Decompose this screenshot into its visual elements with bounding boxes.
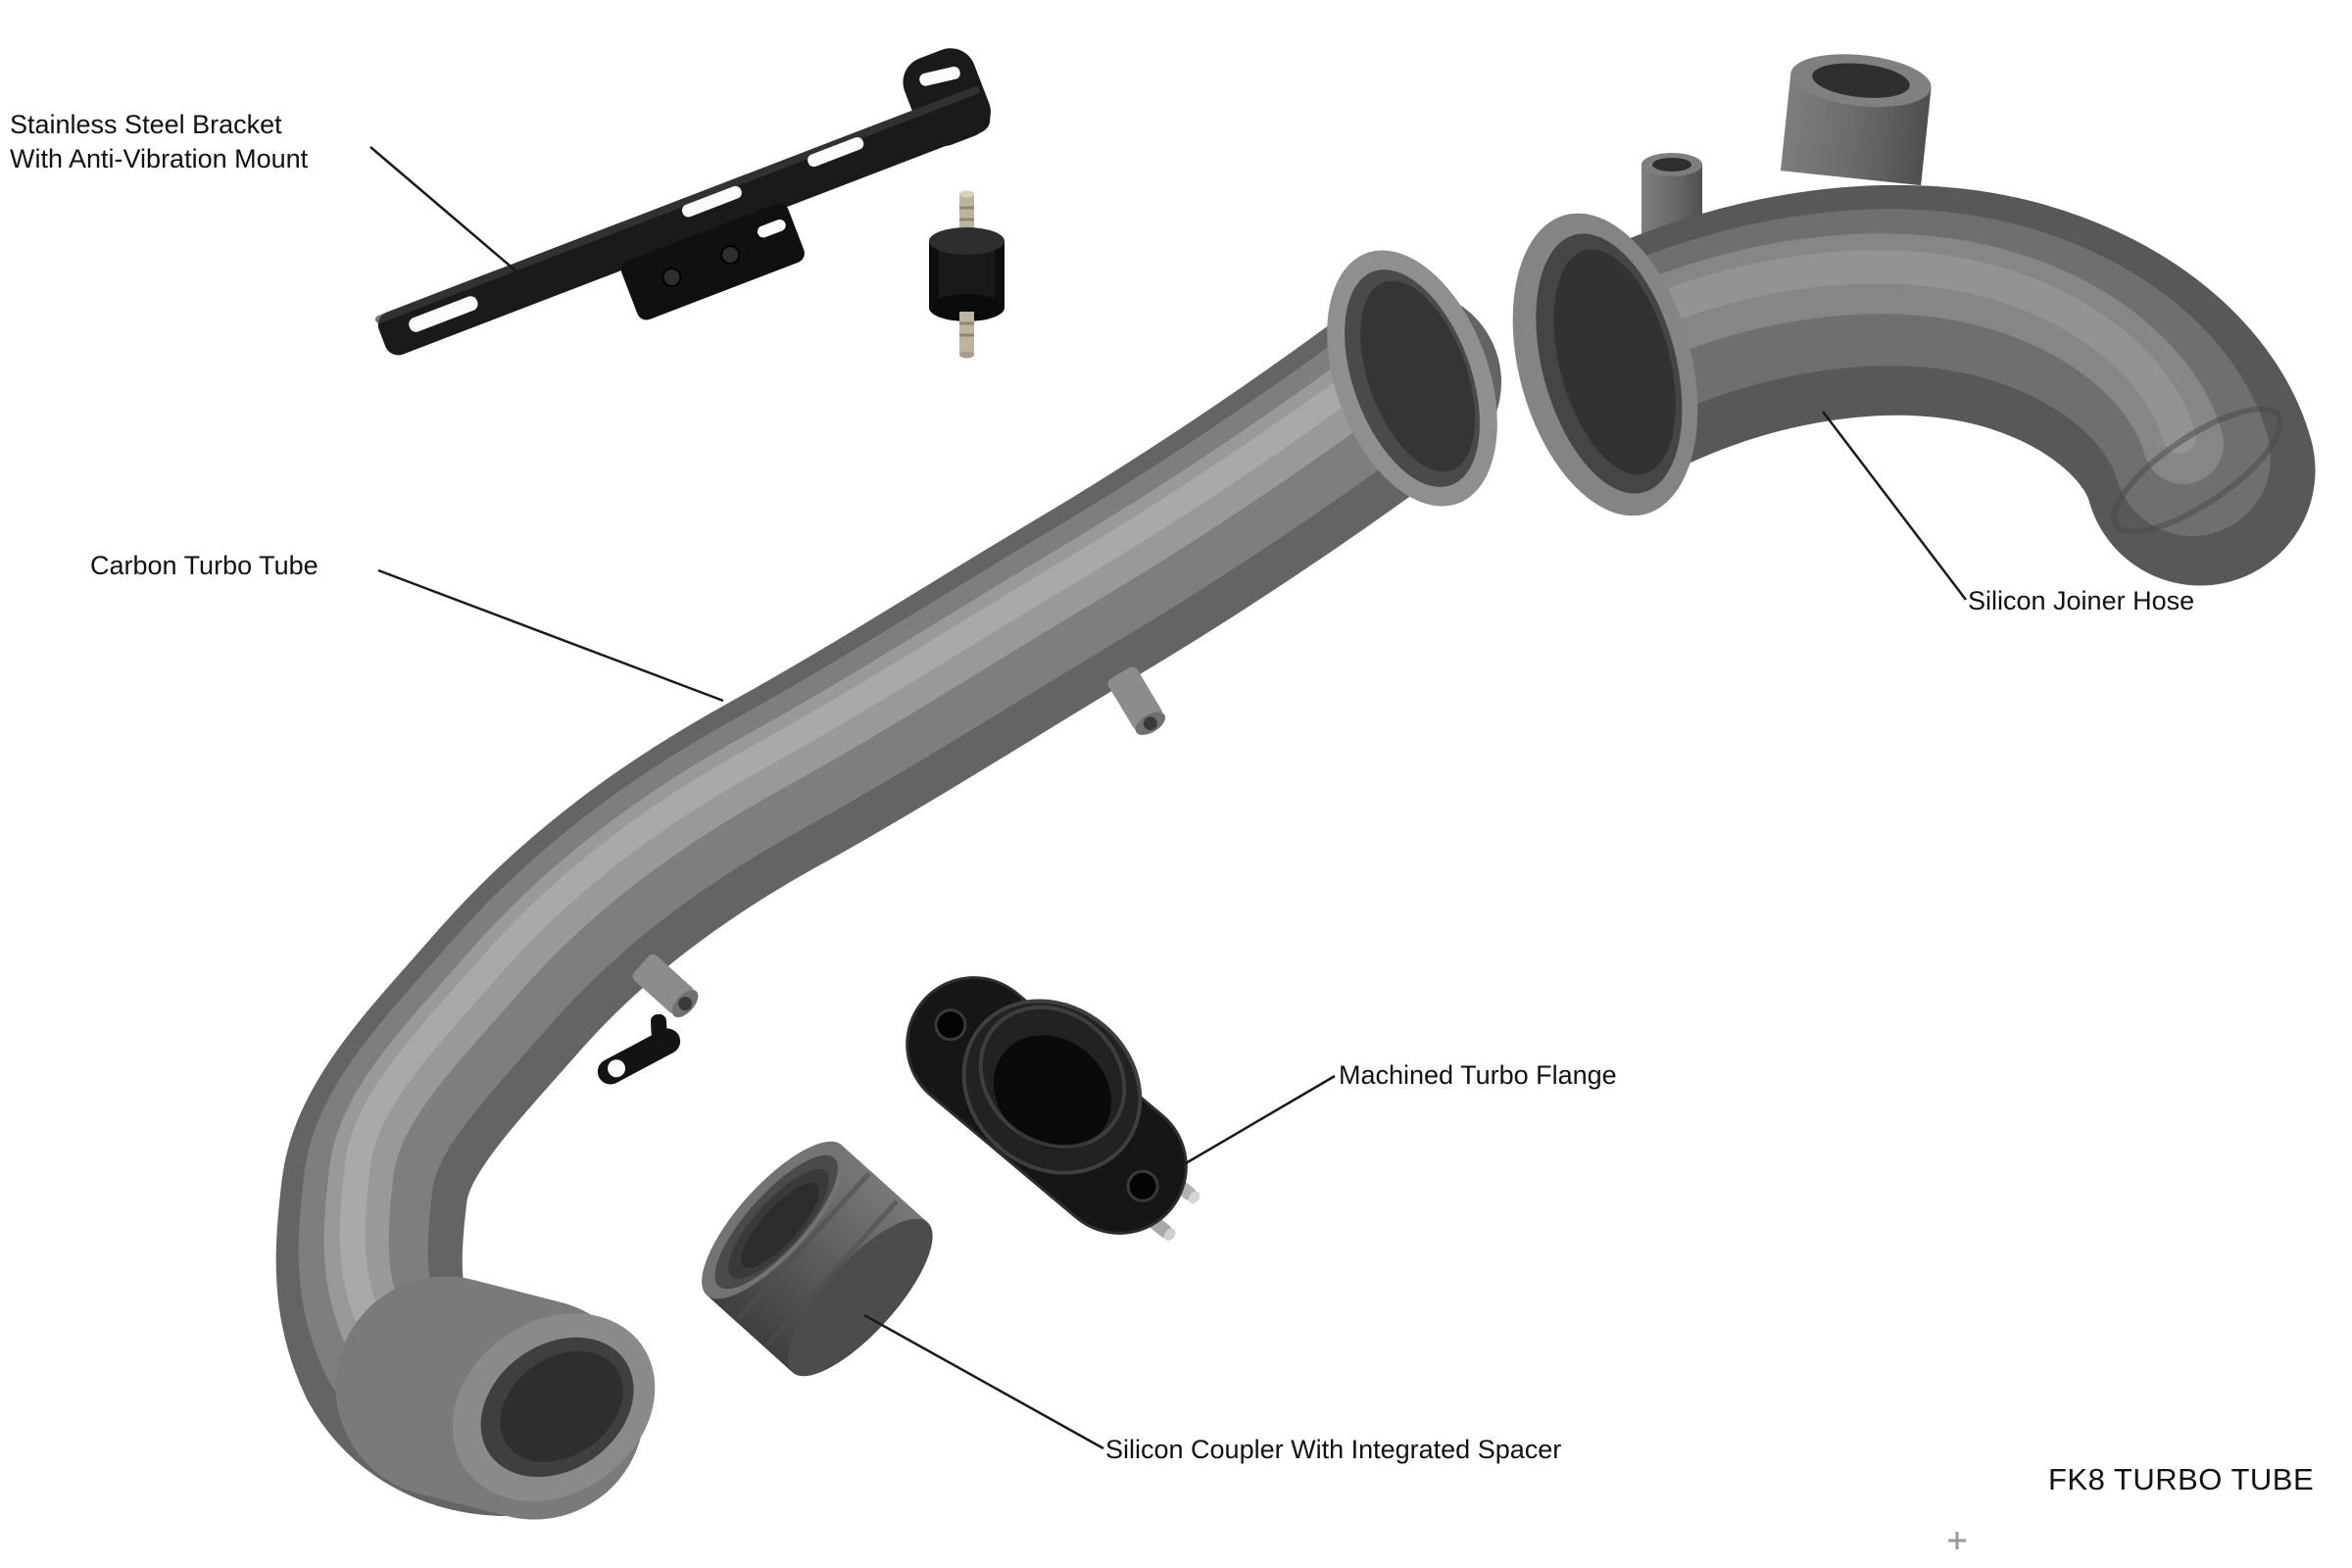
hose-end-rim xyxy=(2110,406,2284,535)
leader-line-flange xyxy=(1173,1074,1336,1172)
leader-line-tube xyxy=(377,568,724,703)
tube-flare-opening xyxy=(452,1313,656,1501)
silicon-coupler xyxy=(702,1141,933,1377)
tube-mouth-opening xyxy=(1327,250,1497,507)
carbon-turbo-tube xyxy=(353,250,1530,1520)
leader-lines xyxy=(369,146,1967,1450)
diagram-title: FK8 TURBO TUBE xyxy=(2048,1462,2315,1496)
hose-port-large xyxy=(1780,54,1932,186)
leader-line-coupler xyxy=(863,1313,1104,1450)
label-bracket: Stainless Steel Bracket With Anti-Vibrat… xyxy=(10,110,309,173)
label-silicon-joiner-hose: Silicon Joiner Hose xyxy=(1968,586,2195,615)
label-silicon-coupler: Silicon Coupler With Integrated Spacer xyxy=(1105,1435,1562,1464)
tube-fitting-upper xyxy=(1107,666,1166,735)
tube-fitting-lower xyxy=(632,954,699,1018)
leader-line-joiner xyxy=(1822,411,1967,601)
leader-line-bracket xyxy=(369,146,530,283)
silicon-joiner-hose xyxy=(1512,54,2297,553)
registration-mark xyxy=(1948,1532,1966,1549)
stainless-steel-bracket xyxy=(374,48,991,356)
hose-opening xyxy=(1512,213,1698,516)
retaining-clip xyxy=(597,1013,681,1085)
label-machined-turbo-flange: Machined Turbo Flange xyxy=(1339,1060,1617,1090)
label-carbon-turbo-tube: Carbon Turbo Tube xyxy=(90,551,318,580)
machined-turbo-flange xyxy=(906,976,1188,1235)
anti-vibration-mount xyxy=(929,190,1004,359)
